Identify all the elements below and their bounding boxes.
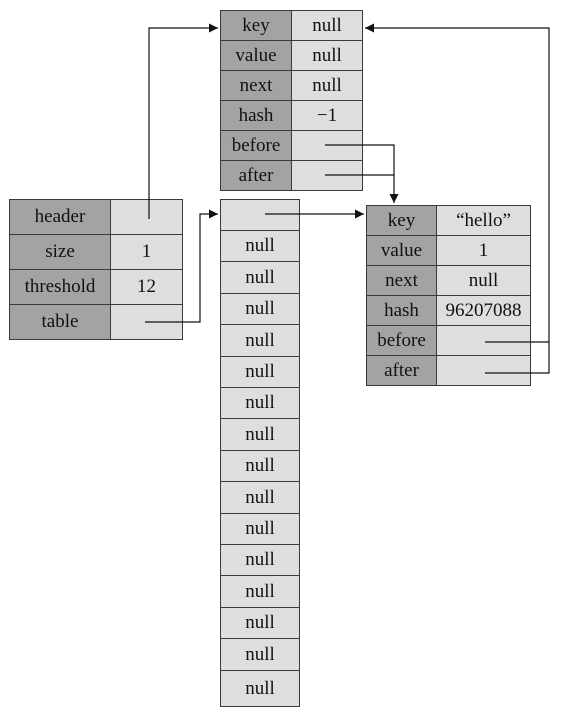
hello-entry-value-label: value (366, 235, 437, 266)
hello-entry-next-value: null (436, 265, 531, 296)
map-header-pointer (110, 199, 183, 235)
table-bucket-null: null (220, 356, 300, 388)
header-entry-key-value: null (291, 10, 363, 41)
table-bucket-null: null (220, 544, 300, 576)
hello-entry-next-label: next (366, 265, 437, 296)
header-entry-value-label: value (220, 40, 292, 71)
hello-entry-hash-label: hash (366, 295, 437, 326)
header-pointer-arrow (148, 23, 218, 219)
hello-entry-before-pointer (436, 325, 531, 356)
hello-entry-key-value: “hello” (436, 205, 531, 236)
table-bucket-null: null (220, 638, 300, 671)
map-size-value: 1 (110, 234, 183, 270)
table-bucket-null: null (220, 607, 300, 639)
map-threshold-value: 12 (110, 269, 183, 305)
header-entry-after-label: after (220, 160, 292, 191)
hello-entry-after-pointer (436, 355, 531, 386)
table-bucket-null: null (220, 450, 300, 482)
table-bucket-null: null (220, 230, 300, 262)
header-entry-before-pointer (291, 130, 363, 161)
table-bucket-null: null (220, 387, 300, 419)
table-bucket-null: null (220, 575, 300, 608)
hello-entry-after-label: after (366, 355, 437, 386)
header-entry-next-value: null (291, 70, 363, 101)
table-bucket-null: null (220, 324, 300, 357)
header-entry-next-label: next (220, 70, 292, 101)
hello-entry-before-label: before (366, 325, 437, 356)
table-bucket-null: null (220, 670, 300, 707)
table-bucket-null: null (220, 418, 300, 451)
header-entry-key-label: key (220, 10, 292, 41)
table-bucket-null: null (220, 261, 300, 294)
map-table-pointer (110, 304, 183, 340)
hello-entry-hash-value: 96207088 (436, 295, 531, 326)
table-bucket-0 (220, 199, 300, 231)
map-table-label: table (9, 304, 111, 340)
header-entry-hash-value: −1 (291, 100, 363, 131)
table-bucket-null: null (220, 513, 300, 545)
header-entry-value-value: null (291, 40, 363, 71)
table-bucket-null: null (220, 293, 300, 325)
header-entry-after-pointer (291, 160, 363, 191)
hello-entry-key-label: key (366, 205, 437, 236)
header-entry-hash-label: hash (220, 100, 292, 131)
header-entry-before-label: before (220, 130, 292, 161)
map-threshold-label: threshold (9, 269, 111, 305)
map-size-label: size (9, 234, 111, 270)
hello-entry-value-value: 1 (436, 235, 531, 266)
map-header-label: header (9, 199, 111, 235)
table-bucket-null: null (220, 481, 300, 514)
